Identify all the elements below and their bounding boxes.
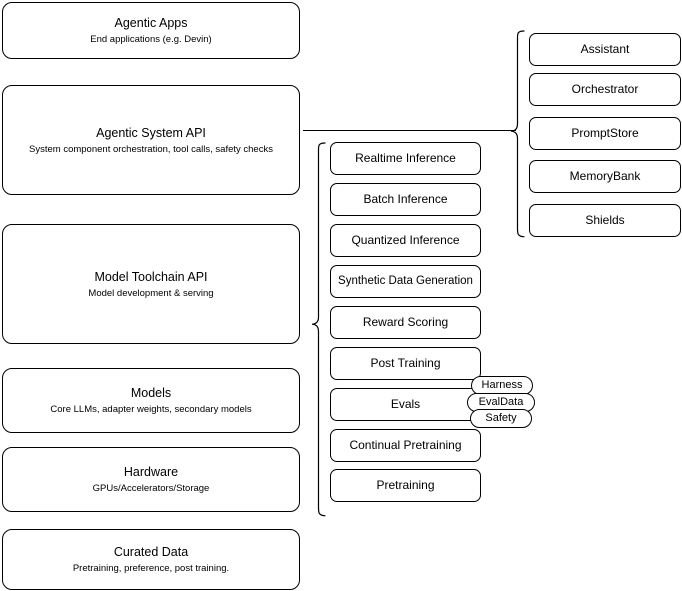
component-label: Evals [390, 397, 421, 411]
layer-hardware[interactable]: Hardware GPUs/Accelerators/Storage [2, 447, 300, 512]
component-label: Reward Scoring [362, 315, 449, 329]
component-label: Batch Inference [363, 192, 448, 206]
layer-models[interactable]: Models Core LLMs, adapter weights, secon… [2, 368, 300, 433]
component-post-training[interactable]: Post Training [330, 347, 481, 380]
component-label: Orchestrator [571, 82, 639, 96]
layer-title: Agentic Apps [114, 16, 188, 30]
component-memorybank[interactable]: MemoryBank [529, 160, 681, 193]
component-quantized-inference[interactable]: Quantized Inference [330, 224, 481, 257]
component-pretraining[interactable]: Pretraining [330, 469, 481, 502]
badge-label: Harness [481, 379, 523, 391]
layer-title: Models [130, 386, 172, 400]
component-evals[interactable]: Evals [330, 388, 481, 421]
component-label: Shields [585, 213, 625, 227]
component-label: PromptStore [571, 126, 639, 140]
component-reward-scoring[interactable]: Reward Scoring [330, 306, 481, 339]
layer-agentic-apps[interactable]: Agentic Apps End applications (e.g. Devi… [2, 2, 300, 59]
layer-subtitle: Core LLMs, adapter weights, secondary mo… [50, 404, 252, 415]
badge-label: Safety [485, 412, 517, 424]
component-label: Continual Pretraining [349, 438, 462, 452]
component-batch-inference[interactable]: Batch Inference [330, 183, 481, 216]
component-realtime-inference[interactable]: Realtime Inference [330, 142, 481, 175]
component-label: Post Training [370, 356, 441, 370]
component-label: Pretraining [376, 478, 435, 492]
component-continual-pretraining[interactable]: Continual Pretraining [330, 429, 481, 462]
layer-model-toolchain-api[interactable]: Model Toolchain API Model development & … [2, 224, 300, 344]
layer-curated-data[interactable]: Curated Data Pretraining, preference, po… [2, 529, 300, 590]
brace-system-components [510, 30, 525, 238]
layer-title: Model Toolchain API [94, 269, 208, 284]
layer-subtitle: System component orchestration, tool cal… [29, 143, 273, 155]
component-label: Realtime Inference [355, 151, 456, 165]
layer-subtitle: GPUs/Accelerators/Storage [92, 483, 210, 494]
layer-subtitle: Pretraining, preference, post training. [72, 563, 230, 574]
component-orchestrator[interactable]: Orchestrator [529, 73, 681, 106]
component-shields[interactable]: Shields [529, 204, 681, 237]
layer-title: Agentic System API [96, 125, 206, 140]
badge-safety[interactable]: Safety [470, 409, 532, 428]
layer-title: Hardware [123, 465, 179, 479]
component-label: MemoryBank [569, 169, 641, 183]
brace-toolchain-components [311, 142, 326, 517]
component-label: Synthetic Data Generation [338, 275, 473, 287]
component-assistant[interactable]: Assistant [529, 33, 681, 66]
layer-agentic-system-api[interactable]: Agentic System API System component orch… [2, 85, 300, 195]
component-label: Assistant [580, 42, 630, 56]
layer-subtitle: Model development & serving [88, 287, 214, 299]
layer-subtitle: End applications (e.g. Devin) [90, 34, 212, 45]
component-promptstore[interactable]: PromptStore [529, 117, 681, 150]
badge-label: EvalData [478, 396, 524, 408]
component-synthetic-data-generation[interactable]: Synthetic Data Generation [330, 265, 481, 298]
component-label: Quantized Inference [351, 233, 460, 247]
layer-title: Curated Data [113, 545, 189, 559]
